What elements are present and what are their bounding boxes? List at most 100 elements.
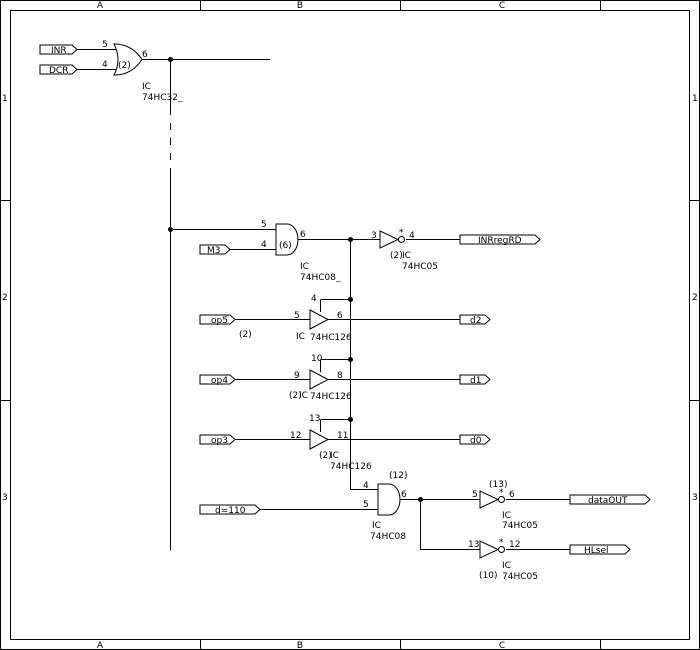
inverter-74hc05-c: * 13 12 (10) IC 74HC05 bbox=[468, 538, 538, 582]
svg-text:d2: d2 bbox=[470, 316, 481, 326]
input-port-inr: INR bbox=[39, 44, 78, 56]
svg-text:INR: INR bbox=[51, 46, 67, 56]
svg-text:5: 5 bbox=[363, 500, 369, 510]
svg-text:(2): (2) bbox=[239, 330, 252, 340]
output-port-hlsel: HLsel bbox=[569, 544, 631, 556]
frame-row-left-2: 2 bbox=[2, 293, 8, 303]
svg-text:8: 8 bbox=[337, 371, 343, 381]
svg-text:9: 9 bbox=[294, 371, 300, 381]
frame-col-top-c: C bbox=[499, 1, 505, 11]
input-port-m3: M3 bbox=[199, 244, 231, 256]
svg-text:(2): (2) bbox=[289, 391, 302, 401]
svg-text:74HC08: 74HC08 bbox=[370, 532, 406, 542]
frame-row-right-3: 3 bbox=[692, 493, 698, 503]
svg-text:74HC05: 74HC05 bbox=[402, 262, 438, 272]
input-port-op3: op3 bbox=[199, 434, 236, 446]
svg-text:5: 5 bbox=[102, 40, 108, 50]
frame-col-bottom-c: C bbox=[499, 641, 505, 650]
svg-text:6: 6 bbox=[300, 230, 306, 240]
svg-text:DCR: DCR bbox=[49, 66, 68, 76]
svg-text:d=110: d=110 bbox=[215, 506, 246, 516]
svg-text:13: 13 bbox=[468, 540, 479, 550]
svg-text:IC: IC bbox=[402, 251, 411, 261]
svg-text:6: 6 bbox=[337, 311, 343, 321]
svg-text:(2): (2) bbox=[319, 451, 332, 461]
svg-text:4: 4 bbox=[311, 294, 317, 304]
svg-text:6: 6 bbox=[401, 490, 407, 500]
svg-text:*: * bbox=[399, 228, 404, 238]
tristate-buffer-74hc126-c: 12 13 11 (2) IC 74HC126 bbox=[290, 414, 372, 472]
svg-text:4: 4 bbox=[261, 240, 267, 250]
svg-text:(2): (2) bbox=[118, 61, 131, 71]
svg-text:5: 5 bbox=[294, 311, 300, 321]
input-port-op5: op5 bbox=[199, 314, 236, 326]
input-port-d110: d=110 bbox=[199, 504, 261, 516]
frame-col-top-b: B bbox=[297, 1, 303, 11]
and-gate-74hc08-b: (12) 4 5 6 IC 74HC08 bbox=[363, 471, 407, 542]
frame-col-top-a: A bbox=[97, 1, 104, 11]
svg-text:13: 13 bbox=[309, 414, 320, 424]
svg-text:d1: d1 bbox=[470, 376, 481, 386]
svg-text:5: 5 bbox=[472, 490, 478, 500]
svg-text:d0: d0 bbox=[470, 436, 482, 446]
svg-text:*: * bbox=[499, 488, 504, 498]
svg-text:10: 10 bbox=[311, 354, 323, 364]
frame-row-right-2: 2 bbox=[692, 293, 698, 303]
svg-text:6: 6 bbox=[509, 490, 515, 500]
inverter-74hc05-a: 3 * 4 (2) IC 74HC05 bbox=[371, 228, 438, 272]
input-port-op4: op4 bbox=[199, 374, 236, 386]
input-port-dcr: DCR bbox=[39, 64, 78, 76]
svg-text:INRregRD: INRregRD bbox=[478, 236, 522, 246]
svg-text:(12): (12) bbox=[389, 471, 407, 481]
svg-text:12: 12 bbox=[509, 540, 520, 550]
svg-text:74HC126: 74HC126 bbox=[310, 392, 352, 402]
svg-text:IC: IC bbox=[142, 82, 151, 92]
svg-text:74HC05: 74HC05 bbox=[502, 572, 538, 582]
frame-col-bottom-b: B bbox=[297, 641, 303, 650]
junction-dots bbox=[168, 57, 423, 502]
output-port-d2: d2 bbox=[459, 314, 491, 326]
svg-text:74HC32_: 74HC32_ bbox=[142, 93, 183, 103]
svg-text:(6): (6) bbox=[279, 241, 292, 251]
svg-text:(2): (2) bbox=[390, 251, 403, 261]
frame-row-left-1: 1 bbox=[2, 94, 8, 104]
svg-text:dataOUT: dataOUT bbox=[588, 496, 628, 506]
svg-text:11: 11 bbox=[337, 431, 348, 441]
and-gate-74hc08-a: (6) 5 4 6 IC 74HC08_ bbox=[261, 220, 341, 283]
frame-row-left-3: 3 bbox=[2, 493, 8, 503]
svg-text:4: 4 bbox=[409, 231, 415, 241]
svg-text:6: 6 bbox=[142, 50, 148, 60]
output-port-d0: d0 bbox=[459, 434, 491, 446]
svg-text:IC: IC bbox=[330, 451, 339, 461]
svg-text:IC: IC bbox=[372, 521, 381, 531]
or-gate-74hc32: (2) 5 4 6 IC 74HC32_ bbox=[102, 40, 183, 103]
frame-col-bottom-a: A bbox=[97, 641, 104, 650]
svg-text:74HC126: 74HC126 bbox=[330, 462, 372, 472]
svg-text:op3: op3 bbox=[211, 436, 228, 446]
wires bbox=[77, 49, 570, 550]
svg-text:(10): (10) bbox=[479, 571, 497, 581]
tristate-buffer-74hc126-b: 9 10 8 (2) IC 74HC126 bbox=[289, 354, 352, 402]
tristate-buffer-74hc126-a: 5 4 6 (2) IC 74HC126 bbox=[239, 294, 352, 343]
svg-text:74HC126: 74HC126 bbox=[310, 333, 352, 343]
output-port-d1: d1 bbox=[459, 374, 491, 386]
svg-text:(13): (13) bbox=[489, 480, 507, 490]
svg-text:IC: IC bbox=[296, 332, 305, 342]
svg-text:4: 4 bbox=[102, 60, 108, 70]
svg-text:74HC05: 74HC05 bbox=[502, 521, 538, 531]
svg-text:74HC08_: 74HC08_ bbox=[300, 273, 341, 283]
output-port-inrregrd: INRregRD bbox=[459, 234, 541, 246]
output-port-dataout: dataOUT bbox=[569, 494, 651, 506]
svg-text:4: 4 bbox=[363, 481, 369, 491]
svg-text:M3: M3 bbox=[207, 246, 221, 256]
svg-text:op5: op5 bbox=[211, 316, 228, 326]
inverter-74hc05-b: (13) * 5 6 IC 74HC05 bbox=[472, 480, 538, 531]
svg-text:HLsel: HLsel bbox=[584, 546, 609, 556]
svg-text:op4: op4 bbox=[211, 376, 228, 386]
svg-text:*: * bbox=[499, 538, 504, 548]
svg-text:12: 12 bbox=[290, 431, 301, 441]
svg-text:5: 5 bbox=[261, 220, 267, 230]
svg-text:IC: IC bbox=[502, 561, 511, 571]
svg-text:3: 3 bbox=[371, 231, 377, 241]
